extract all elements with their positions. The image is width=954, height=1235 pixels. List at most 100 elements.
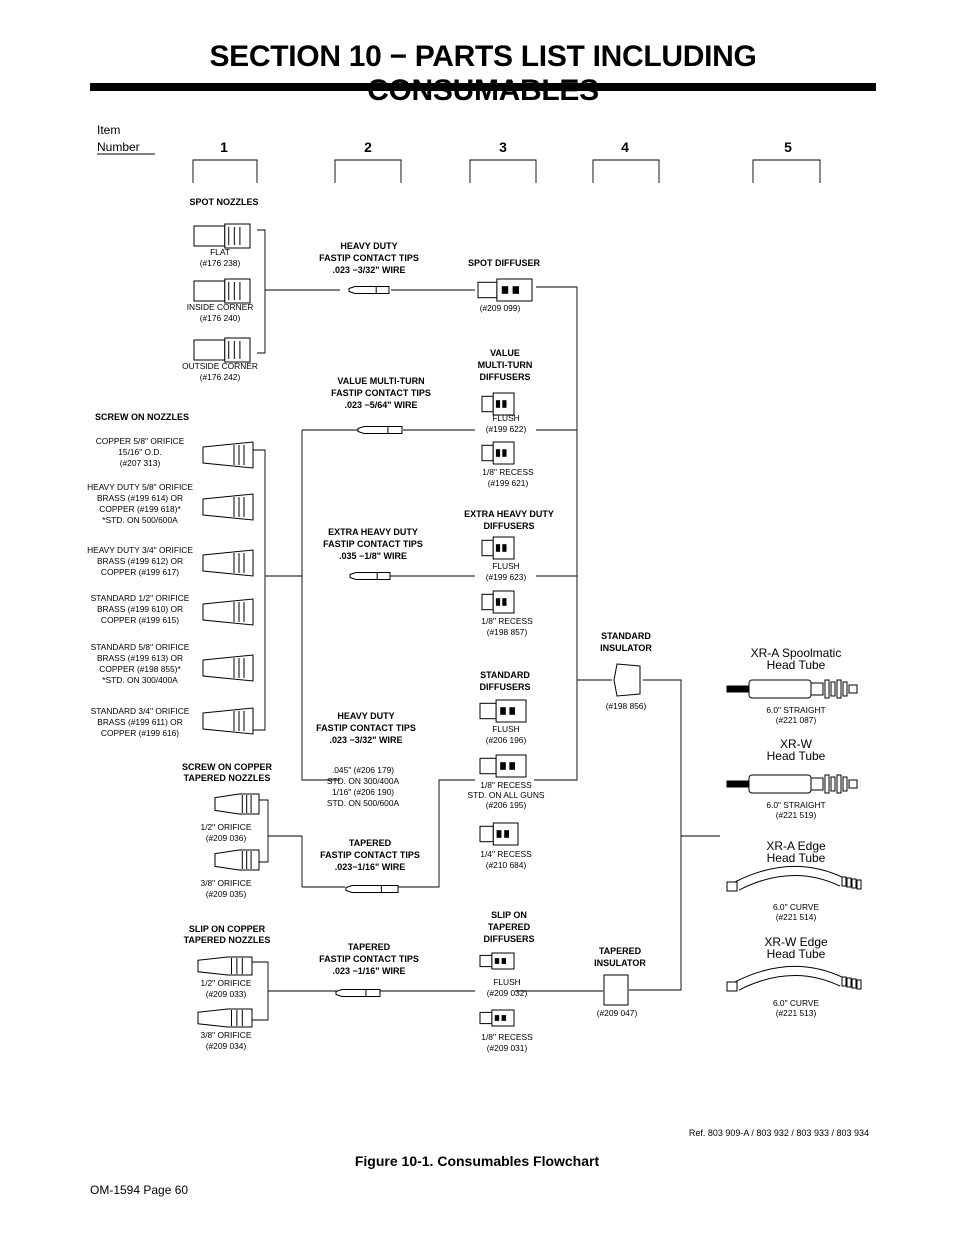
head-tube-2 [726, 774, 858, 794]
item-bracket-4 [592, 159, 660, 183]
screw-tapered-label: 3/8" ORIFICE(#209 035) [201, 878, 252, 899]
item-number-1: 1 [220, 139, 228, 155]
title-rule [90, 83, 876, 91]
head-tube-1 [726, 679, 858, 699]
item-number-4: 4 [621, 139, 629, 155]
connector-lines [192, 159, 821, 1021]
ehd-diffuser-label: 1/8" RECESS(#198 857) [481, 616, 533, 637]
item-number-3: 3 [499, 139, 507, 155]
standard-insulator-part-number: (#198 856) [606, 701, 647, 711]
spot-nozzle-1 [193, 223, 251, 249]
reference-number: Ref. 803 909-A / 803 932 / 803 933 / 803… [688, 1128, 869, 1138]
screw-on-nozzle-5 [202, 654, 254, 682]
tip-left-bus [301, 430, 340, 781]
ehd-diffuser-recess [481, 590, 515, 614]
head-tube-spec-2: 6.0" STRAIGHT(#221 519) [766, 800, 825, 820]
slip-tapered-label: 3/8" ORIFICE(#209 034) [201, 1030, 252, 1051]
part-drawings [193, 223, 862, 1028]
screw-tapered-nozzle-1 [214, 793, 260, 815]
screw-on-nozzle-6 [202, 707, 254, 735]
standard-diffuser-label: 1/4" RECESS(#210 684) [480, 849, 532, 870]
contact-tip-6 [335, 989, 381, 997]
value-diffuser-label: FLUSH(#199 622) [486, 413, 527, 434]
tapered-tip-to-diffuser [398, 779, 475, 888]
insulator-vertical-bus [629, 679, 682, 991]
spot-nozzle-3 [193, 337, 251, 363]
head-tube-spec-1: 6.0" STRAIGHT(#221 087) [766, 705, 825, 725]
figure-caption: Figure 10-1. Consumables Flowchart [354, 1153, 600, 1169]
standard-diffuser-label: FLUSH(#206 196) [486, 724, 527, 745]
standard-diffuser-recess-2 [479, 822, 519, 846]
slip-diffuser-flush [479, 952, 515, 970]
spot-diffuser-header: SPOT DIFFUSER [468, 258, 541, 268]
slip-tapered-nozzle-1 [197, 956, 253, 976]
contact-tip-3 [349, 572, 391, 580]
item-number-2: 2 [364, 139, 372, 155]
contact-tip-5 [345, 885, 399, 893]
head-tube-4 [726, 965, 862, 992]
standard-insulator [613, 663, 641, 697]
screw-on-nozzle-2 [202, 493, 254, 521]
value-diffuser-label: 1/8" RECESS(#199 621) [482, 467, 534, 488]
slip-diffuser-label: 1/8" RECESS(#209 031) [481, 1032, 533, 1053]
item-bracket-5 [752, 159, 821, 183]
slip-diffuser-label: FLUSH(#209 032) [487, 977, 528, 998]
item-bracket-1 [192, 159, 258, 183]
item-bracket-3 [469, 159, 537, 183]
value-diffuser-flush [481, 392, 515, 416]
spot-nozzle-label: FLAT(#176 238) [200, 247, 241, 268]
head-tube-spec-3: 6.0" CURVE(#221 514) [773, 902, 820, 922]
screw-on-nozzle-bracket [253, 449, 266, 731]
standard-diffuser-recess-1 [479, 754, 527, 778]
diffuser-vertical-bus [534, 286, 578, 781]
contact-tip-2 [357, 426, 403, 434]
screw-on-nozzles-header: SCREW ON NOZZLES [95, 412, 189, 422]
spot-nozzle-bracket [257, 229, 266, 354]
standard-diffuser-flush [479, 699, 527, 723]
spot-diffuser [477, 278, 533, 302]
screw-on-nozzle-4 [202, 598, 254, 626]
spot-diffuser-part-number: (#209 099) [480, 303, 521, 313]
screw-on-nozzle-1 [202, 441, 254, 469]
ehd-diffuser-label: FLUSH(#199 623) [486, 561, 527, 582]
spot-nozzle-label: OUTSIDE CORNER(#176 242) [182, 361, 258, 382]
head-tube-spec-4: 6.0" CURVE(#221 513) [773, 998, 820, 1018]
contact-tip-1 [348, 286, 390, 294]
screw-on-nozzle-3 [202, 549, 254, 577]
slip-tapered-nozzle-2 [197, 1008, 253, 1028]
screw-tapered-label: 1/2" ORIFICE(#209 036) [201, 822, 252, 843]
item-number-5: 5 [784, 139, 792, 155]
value-diffuser-recess [481, 441, 515, 465]
slip-diffuser-recess [479, 1009, 515, 1027]
page-footer: OM-1594 Page 60 [90, 1183, 189, 1197]
slip-tapered-label: 1/2" ORIFICE(#209 033) [201, 978, 252, 999]
spot-nozzle-label: INSIDE CORNER(#176 240) [187, 302, 254, 323]
slip-tapered-bracket [252, 961, 269, 1021]
